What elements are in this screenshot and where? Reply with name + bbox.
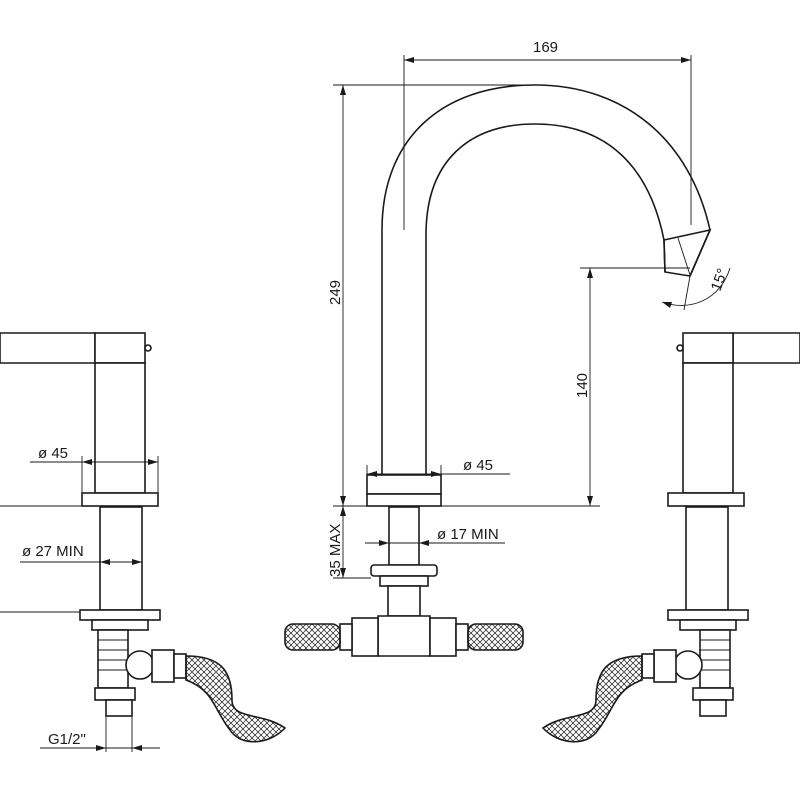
left-valve bbox=[0, 332, 287, 743]
right-valve bbox=[541, 332, 800, 743]
dimension-15-label: 15° bbox=[708, 266, 732, 293]
dimension-140-label: 140 bbox=[574, 373, 591, 398]
dimension-35-label: 35 MAX bbox=[327, 524, 344, 577]
dimension-17-label: ø 17 MIN bbox=[437, 526, 499, 543]
dimension-45-center: ø 45 bbox=[366, 457, 510, 477]
dimension-45-left-label: ø 45 bbox=[38, 445, 68, 462]
dimension-15-degree: 15° bbox=[661, 266, 732, 311]
dimension-249: 249 bbox=[327, 84, 540, 507]
center-spout bbox=[284, 84, 712, 657]
dimension-35-max: 35 MAX bbox=[327, 506, 371, 579]
dimension-45-center-label: ø 45 bbox=[463, 457, 493, 474]
dimension-thread-label: G1/2" bbox=[48, 731, 86, 748]
dimension-thread: G1/2" bbox=[40, 716, 160, 752]
dimension-27: ø 27 MIN bbox=[0, 505, 142, 613]
dimension-169-label: 169 bbox=[533, 39, 558, 56]
dimension-17: ø 17 MIN bbox=[365, 526, 505, 546]
dimension-140: 140 bbox=[441, 267, 690, 507]
dimension-27-label: ø 27 MIN bbox=[22, 543, 84, 560]
dimension-169: 169 bbox=[403, 39, 692, 230]
dimension-45-left: ø 45 bbox=[30, 445, 159, 500]
dimension-249-label: 249 bbox=[327, 280, 344, 305]
